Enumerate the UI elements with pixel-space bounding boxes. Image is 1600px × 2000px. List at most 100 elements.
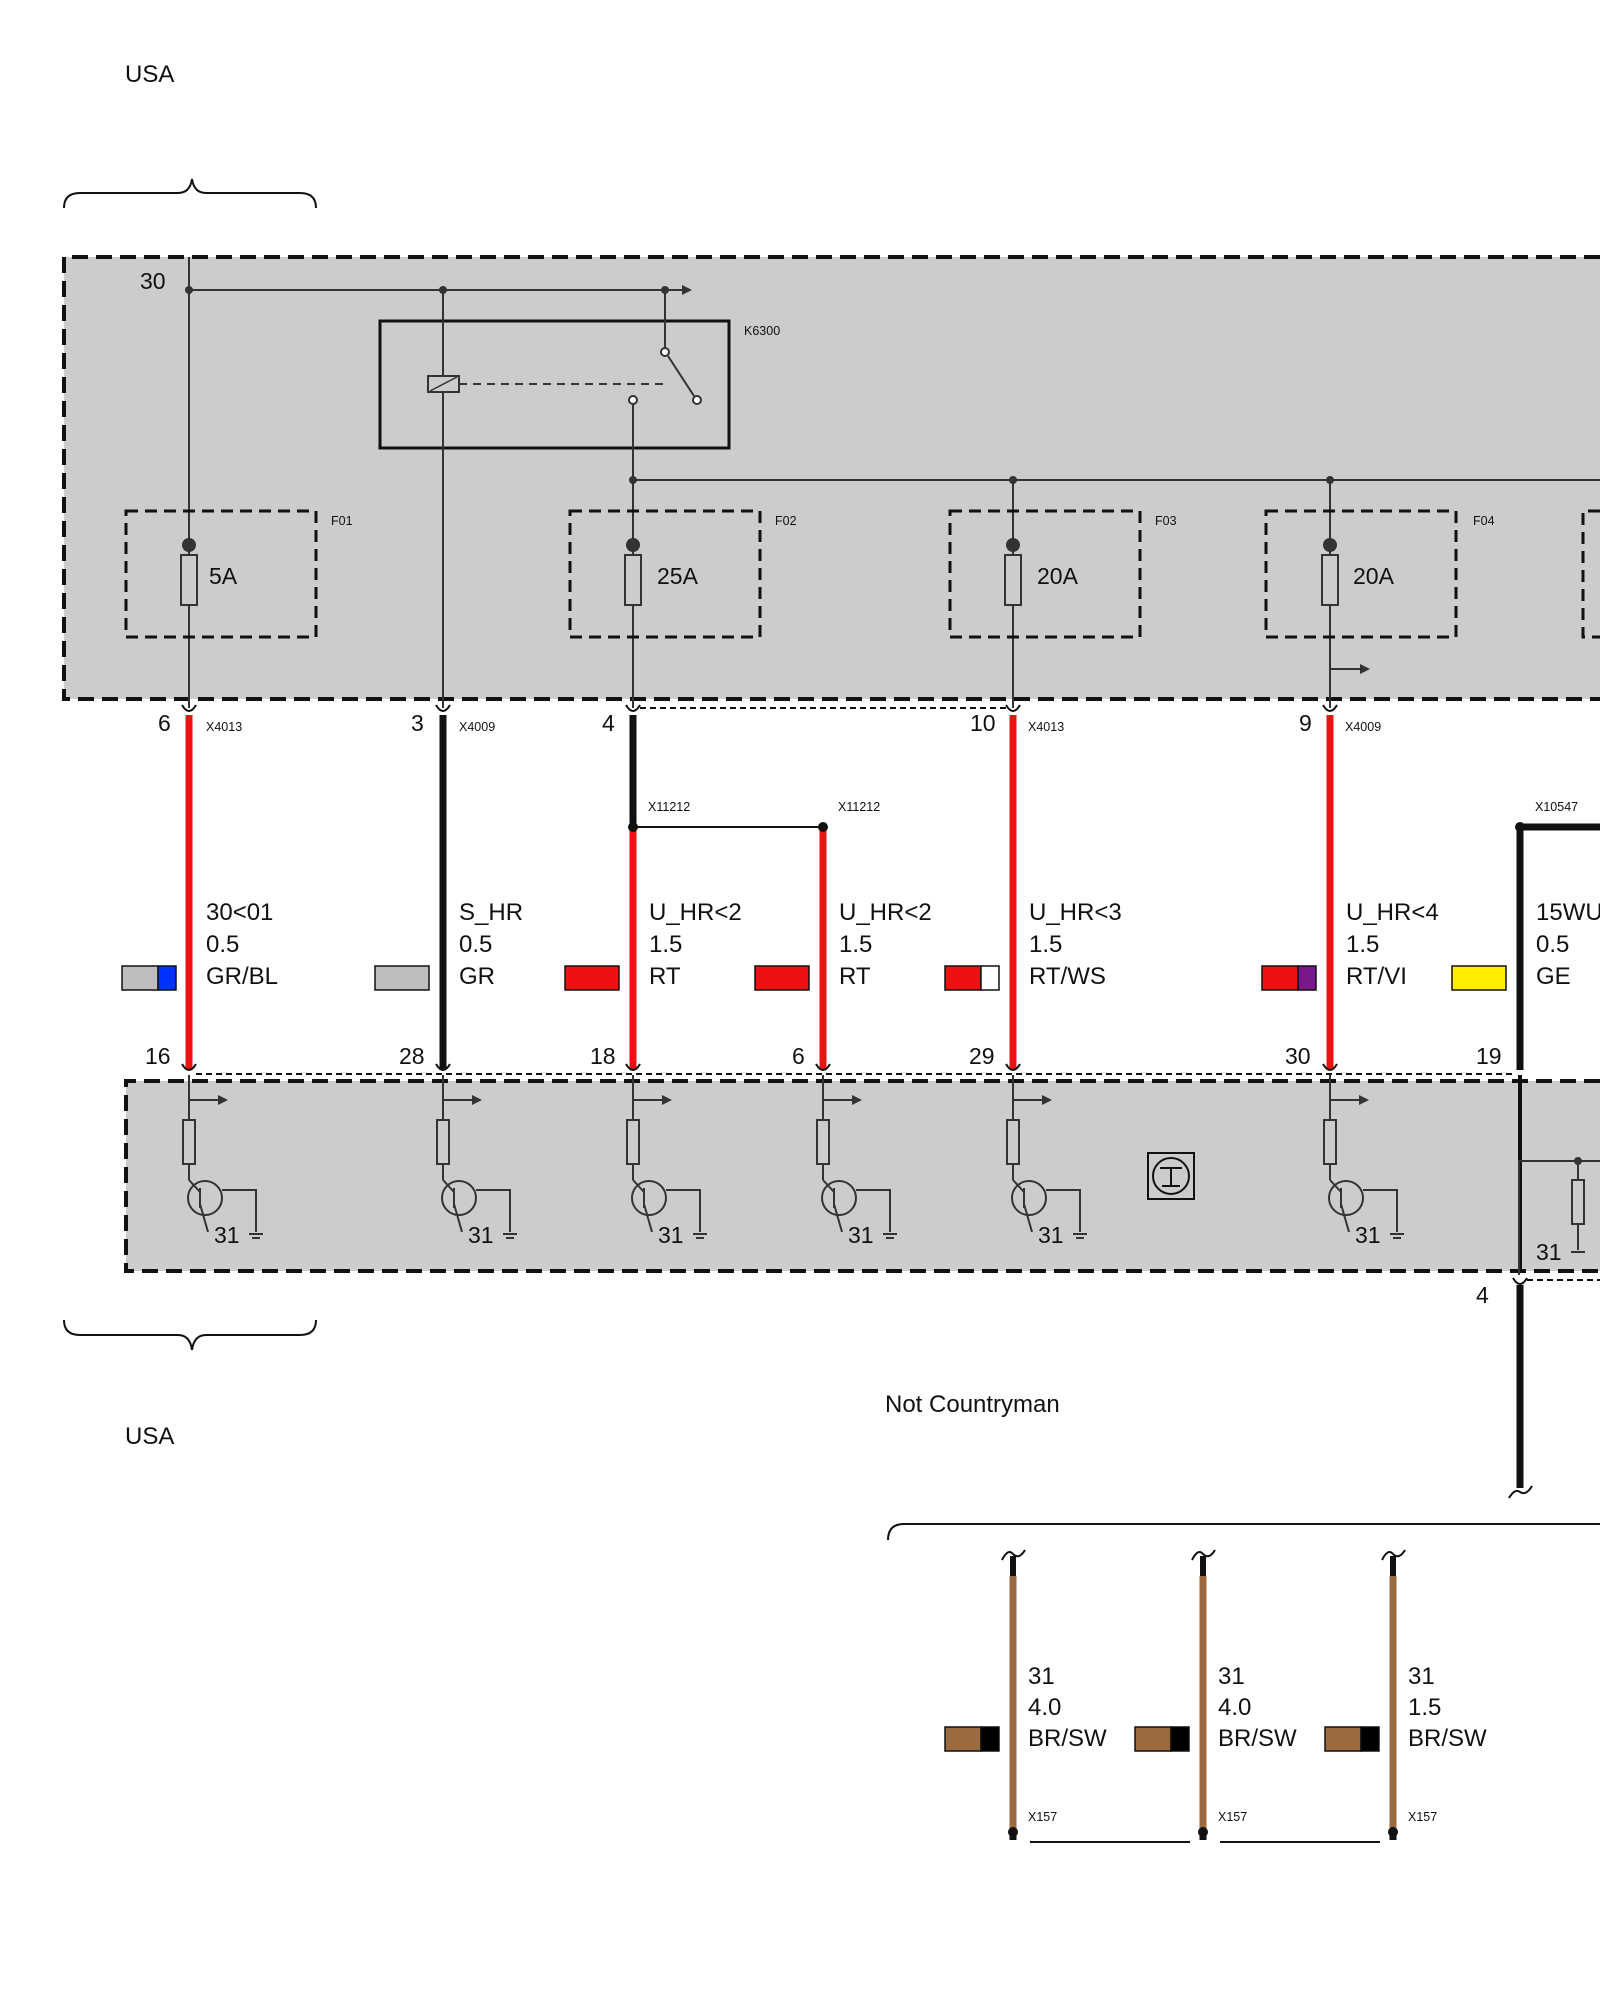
control-unit-background [126,1081,1600,1271]
ground-label: 31 [1038,1222,1064,1248]
output-drivers: 31 31 [181,1063,1404,1248]
fuse-node [626,538,640,552]
harness-wires [185,707,1600,1070]
fuse-enclosure [124,509,318,639]
fuse-rating: 20A [1353,563,1395,589]
wire-label-u-hr-2b: U_HR<2 1.5 RT [754,899,932,991]
bus-node [629,476,637,484]
fuse-enclosure-partial [1581,509,1600,639]
ground-wire: 31 4.0 BR/SW X157 [944,1549,1107,1840]
ground-wire: 31 1.5 BR/SW X157 [1324,1549,1487,1840]
wire-break-symbol [1191,1549,1216,1561]
splice-connector-id: X11212 [838,800,880,814]
splice-connector-id: X10547 [1535,800,1578,814]
transistor-emitter [833,1203,843,1233]
fuse-rating: 20A [1037,563,1079,589]
transistor-ground-lead [1046,1189,1081,1232]
relay-coil-diagonal [429,376,458,392]
top-connector-id: X4013 [206,720,242,734]
fuse-element [1004,554,1022,606]
driver-transistor [441,1180,477,1216]
ground-wire-gauge: 4.0 [1218,1694,1251,1721]
transistor-emitter [199,1203,209,1233]
fuse-enclosure [568,509,762,639]
wire-gauge: 0.5 [206,931,239,958]
ground-label: 31 [848,1222,874,1248]
ground-label: 31 [214,1222,240,1248]
fuse-node [1006,538,1020,552]
wire-break-symbol [1508,1485,1533,1499]
region-label-bottom: USA [125,1423,174,1450]
wire-color-code: RT/VI [1346,963,1407,990]
top-pin-cups [181,704,1338,712]
wire-color-code: GR [459,963,495,990]
driver-channel: 31 [181,1063,263,1248]
top-connector-id: X4013 [1028,720,1064,734]
wire-color-swatch [1261,965,1299,991]
wire-label-u-hr-4: U_HR<4 1.5 RT/VI [1261,899,1439,991]
fuse-id: F01 [331,514,353,528]
bottom-pin-number: 19 [1476,1043,1502,1069]
driver-channel: 31 [625,1063,707,1248]
ground-variant-brace [887,1523,1600,1541]
driver-resistor [182,1119,196,1165]
ground-wire-gauge: 4.0 [1028,1694,1061,1721]
fuse-element [624,554,642,606]
driver-resistor [1323,1119,1337,1165]
driver-channel: 31 [1005,1063,1087,1248]
driver-channel: 31 [1322,1063,1404,1248]
wire-gauge: 1.5 [839,931,872,958]
region-brace-top [63,178,317,209]
ground-wire-color-code: BR/SW [1218,1725,1297,1752]
pin-cup [1005,1063,1021,1071]
pin-cup [1322,1063,1338,1071]
module-out-resistor [1571,1179,1585,1225]
wire-color-swatch [754,965,810,991]
pin-cup [625,1063,641,1071]
transistor-collector [442,1179,455,1193]
wire-gauge: 1.5 [649,931,682,958]
driver-resistor [436,1119,450,1165]
top-connector-id: X4009 [459,720,495,734]
top-pin-number: 3 [411,710,424,736]
ground-connector-id: X157 [1408,1810,1437,1824]
relay-switch-arm [667,355,695,397]
top-pin-number: 6 [158,710,171,736]
wire-signal: U_HR<2 [839,899,932,926]
wire-color-swatch [564,965,620,991]
module-out-frame [1518,1160,1600,1275]
wire-stripe-swatch [1360,1726,1380,1752]
wire-stripe-swatch [980,1726,1000,1752]
wire-stripe-swatch [1297,965,1317,991]
pin-cup [1322,704,1338,712]
wire-label-u-hr-2a: U_HR<2 1.5 RT [564,899,742,991]
fuse-box-background [64,257,1600,699]
pin-cup [1005,704,1021,712]
pin-cup [1512,1277,1528,1285]
pin-cup [181,1063,197,1071]
relay-k6300: K6300 [378,290,780,708]
wire-signal: 30<01 [206,899,273,926]
driver-transistor [1011,1180,1047,1216]
wire-color-code: GE [1536,963,1571,990]
fuse-id: F02 [775,514,797,528]
transistor-ground-lead [856,1189,891,1232]
control-unit-border [124,1079,1600,1273]
pin-cup [815,1063,831,1071]
ground-wire-signal: 31 [1408,1663,1435,1690]
ground-wire-color-code: BR/SW [1408,1725,1487,1752]
bottom-pin-number: 16 [145,1043,171,1069]
ground-label: 31 [1355,1222,1381,1248]
pin-cup [181,704,197,712]
region-brace-bottom [63,1319,317,1351]
ground-terminal-icon [1147,1152,1195,1200]
ground-wire-color-code: BR/SW [1028,1725,1107,1752]
transistor-collector [1012,1179,1025,1193]
transistor-collector [822,1179,835,1193]
fuse-element [180,554,198,606]
ground-variant-label: Not Countryman [885,1391,1060,1418]
transistor-ground-lead [222,1189,257,1232]
ground-wire-signal: 31 [1218,1663,1245,1690]
driver-transistor [1328,1180,1364,1216]
fuse-enclosure [1264,509,1458,639]
